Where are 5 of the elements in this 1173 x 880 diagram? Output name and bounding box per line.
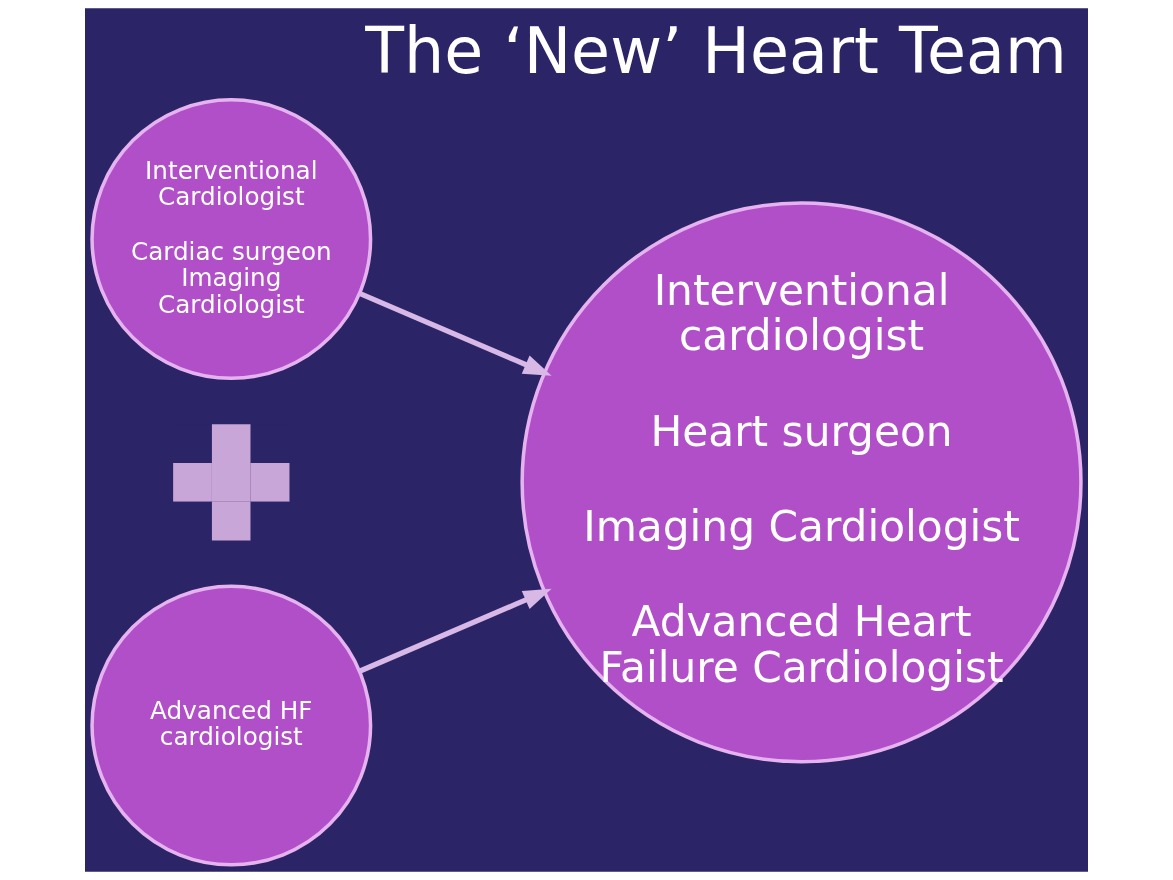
diagram-title: The ‘New’ Heart Team <box>365 14 1067 88</box>
node-circle: Interventional Cardiologist Cardiac surgeon Imaging Cardiologist <box>90 98 373 381</box>
arrow <box>358 588 552 674</box>
arrow <box>358 290 552 376</box>
node-circle: Advanced HF cardiologist <box>90 584 373 867</box>
